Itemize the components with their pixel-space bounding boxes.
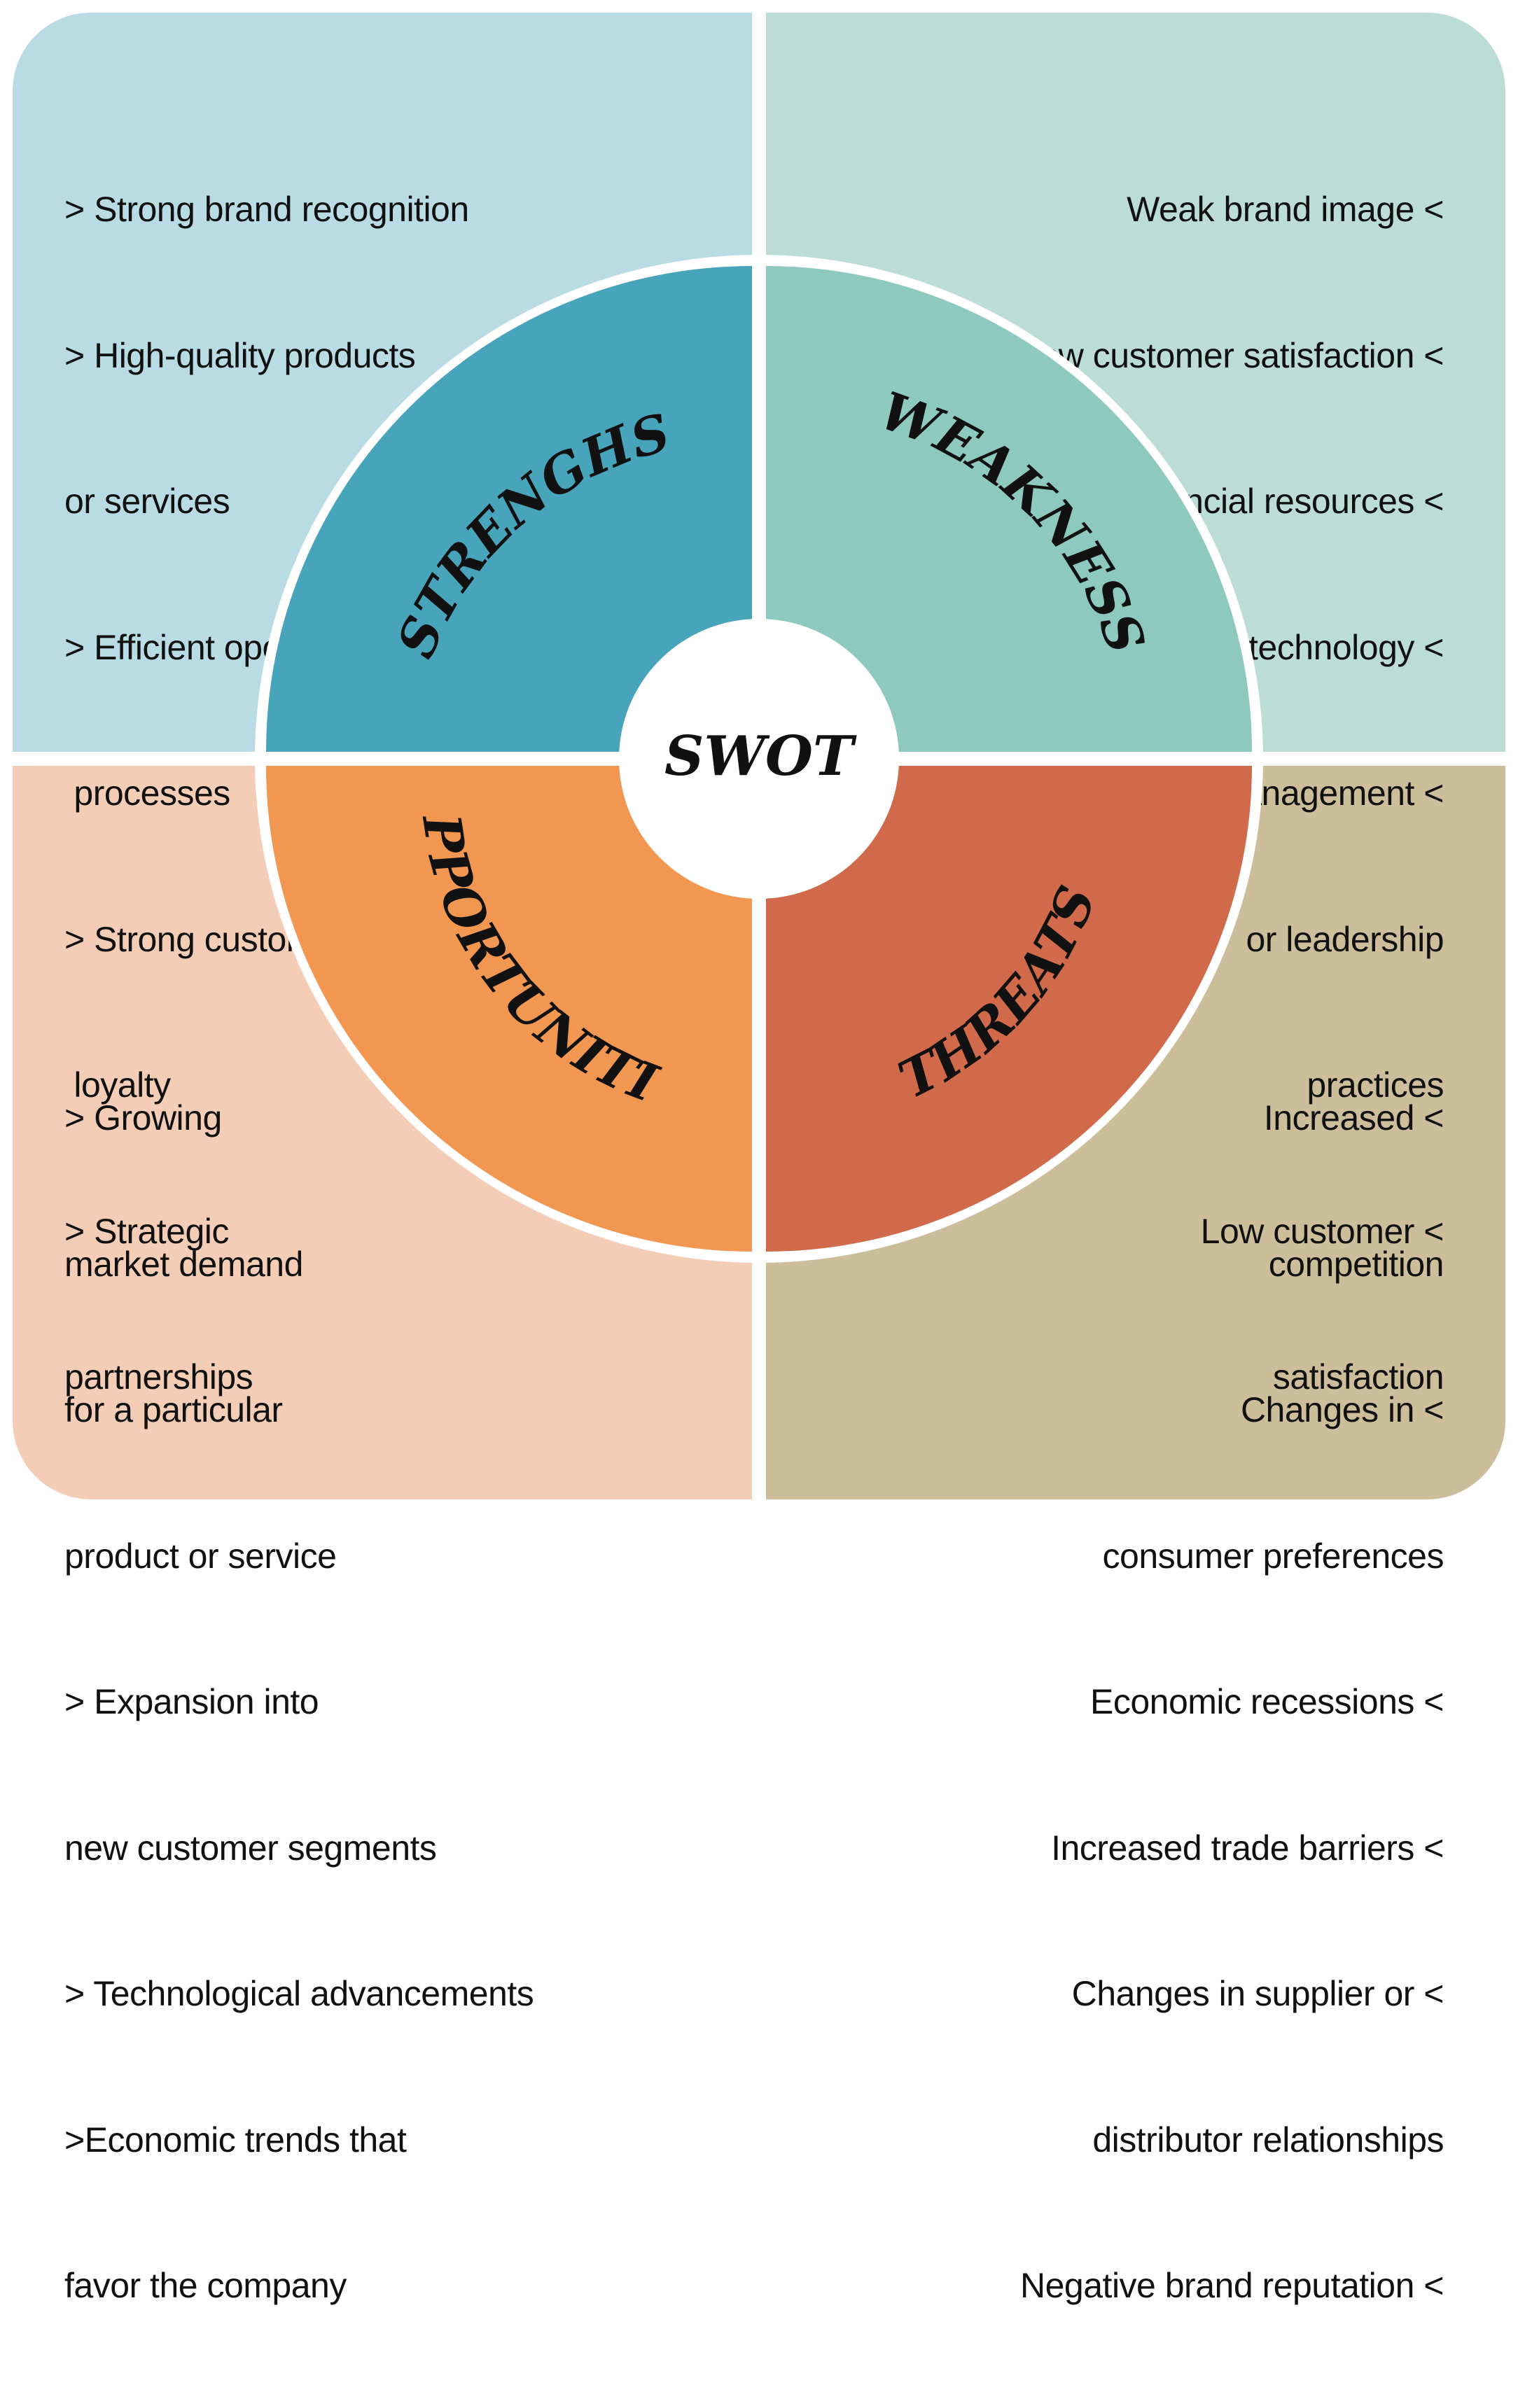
threats-wedge [766, 766, 1252, 1252]
threats-item: Economic recessions < [1089, 1682, 1444, 1721]
swot-wheel: SWOT STRENGHS WEAKNESS OPPORTUNITIES THR… [0, 0, 1252, 1252]
weaknesses-item: practices [1307, 1065, 1444, 1105]
strengths-wedge [266, 266, 752, 752]
swot-diagram: > Strong brand recognition > High-qualit… [0, 0, 1505, 2305]
opportunities-item: favor the company [64, 2266, 347, 2305]
weaknesses-wedge [766, 266, 1252, 752]
opportunities-item: new customer segments [64, 1828, 437, 1868]
threats-item: consumer preferences [1102, 1536, 1444, 1576]
threats-item: Changes in < [1240, 1390, 1444, 1429]
weaknesses-item: satisfaction [1272, 1357, 1444, 1396]
weaknesses-item: Low customer < [1200, 1211, 1444, 1251]
opportunities-wedge [266, 766, 752, 1252]
opportunities-item: > Expansion into [64, 1682, 319, 1721]
opportunities-item: market demand [64, 1244, 303, 1284]
center-label: SWOT [664, 724, 857, 788]
strengths-item: partnerships [64, 1357, 253, 1396]
center-circle [619, 619, 899, 899]
strengths-item: > Strategic [64, 1211, 229, 1251]
threats-item: Increased < [1263, 1098, 1444, 1138]
threats-item: Increased trade barriers < [1051, 1828, 1444, 1868]
threats-item: Negative brand reputation < [1020, 2266, 1444, 2305]
strengths-item: > High-quality products [64, 335, 416, 375]
strengths-item: processes [64, 774, 230, 813]
strengths-item: loyalty [64, 1065, 171, 1105]
opportunities-item: for a particular [64, 1390, 283, 1429]
threats-item: Changes in supplier or < [1071, 1974, 1444, 2013]
opportunities-item: > Technological advancements [64, 1974, 534, 2013]
opportunities-item: > Growing [64, 1098, 222, 1138]
strengths-item: or services [64, 482, 230, 521]
opportunities-item: product or service [64, 1536, 337, 1576]
opportunities-item: >Economic trends that [64, 2120, 407, 2160]
weaknesses-item: Weak brand image < [1127, 190, 1444, 229]
weaknesses-item: or leadership [1246, 919, 1444, 959]
threats-item: distributor relationships [1092, 2120, 1444, 2160]
strengths-item: > Strong brand recognition [64, 190, 469, 229]
threats-item: competition [1268, 1244, 1444, 1284]
